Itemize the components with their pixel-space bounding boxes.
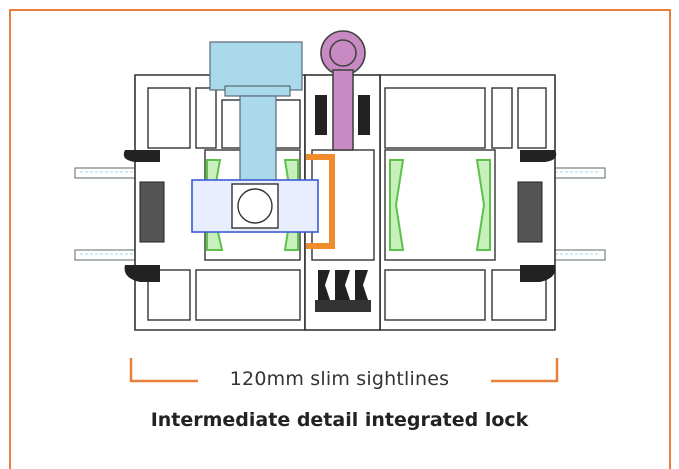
dimension-label: 120mm slim sightlines: [229, 368, 450, 390]
dimension-bracket: [129, 358, 559, 383]
handle-lever: [320, 30, 366, 151]
handle-spindle: [209, 41, 303, 183]
centre-gasket-bottom: [315, 270, 371, 312]
gasket-left: [123, 150, 165, 282]
gasket-right: [517, 150, 557, 282]
diagram-caption: Intermediate detail integrated lock: [150, 409, 529, 431]
right-sash-chambers: [384, 87, 547, 321]
lock-body: [191, 179, 319, 233]
centre-gasket-top: [315, 95, 370, 135]
lock-keeper-bar: [306, 154, 335, 249]
frame-border: [9, 9, 671, 469]
